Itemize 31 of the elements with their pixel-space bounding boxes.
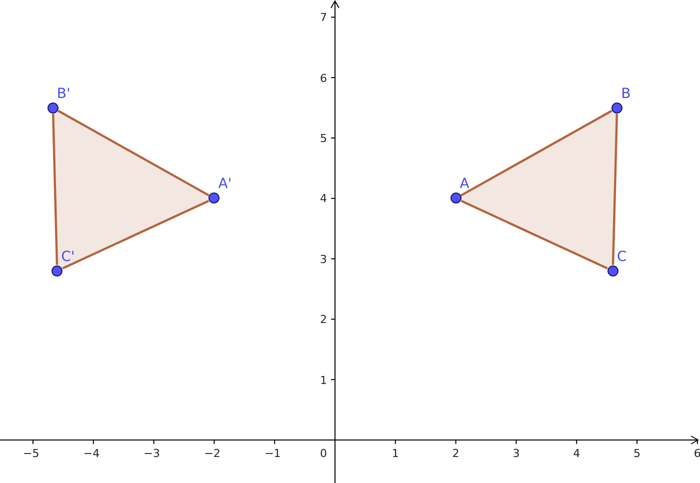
point-label: C' [61,248,75,265]
tick-label: 3 [512,447,520,460]
triangle-side [52,114,58,265]
tick-label: 1 [320,374,327,387]
triangle-side [460,110,612,196]
tick-label: −3 [144,447,160,460]
tick-label: −1 [264,447,281,460]
tick-label: 5 [320,132,327,145]
tick-label: −5 [23,447,40,460]
tick-label: 2 [320,313,327,326]
triangle-side [62,200,210,270]
tick-label: 7 [320,11,327,24]
point-label: B [621,86,631,102]
tick-label: 6 [320,72,327,85]
point-label: A' [218,176,232,192]
tick-label: −4 [83,447,100,460]
tick-label: 4 [573,447,580,460]
point-label: C [616,248,627,265]
point-label: B' [56,86,70,102]
tick-label: −2 [204,447,220,460]
triangle-side [58,110,210,196]
tick-label: 2 [452,447,460,460]
tick-label: 5 [634,447,640,460]
tick-label: 6 [694,447,700,460]
triangle-side [460,200,608,270]
tick-label: 0 [320,447,327,460]
point-label: A [460,176,470,192]
tick-label: 3 [320,252,327,266]
triangle-side [612,114,618,265]
tick-label: 4 [320,192,327,206]
tick-label: 1 [392,447,399,460]
